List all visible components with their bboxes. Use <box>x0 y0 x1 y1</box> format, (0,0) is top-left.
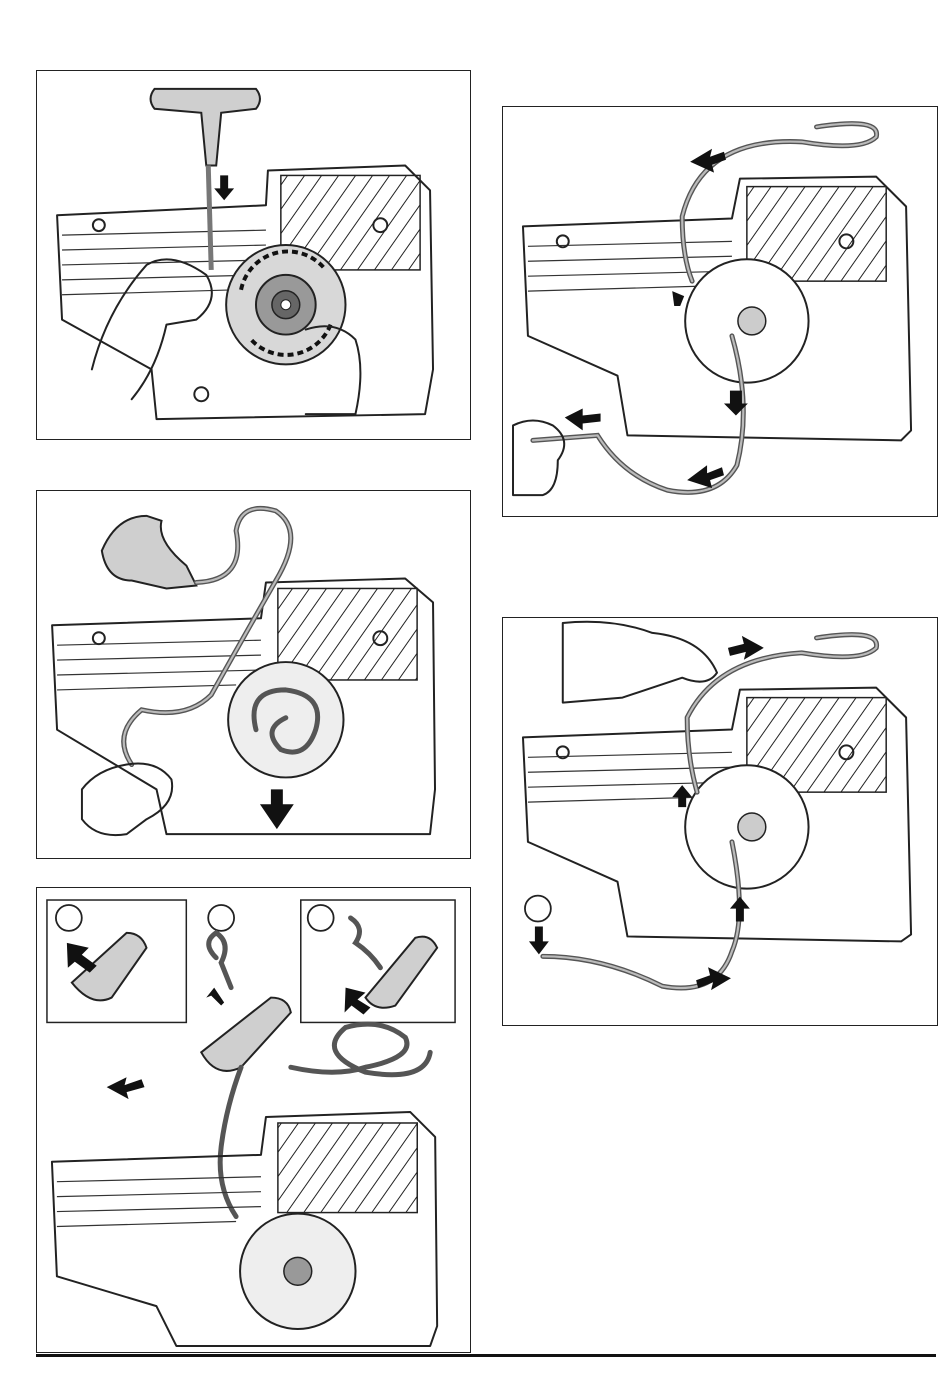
left-arrow-icon <box>107 1077 145 1099</box>
callout-circle-1 <box>56 905 82 931</box>
down-arrow-icon <box>260 789 294 829</box>
footer-rule <box>36 1354 936 1357</box>
down-arrow-icon <box>672 291 684 306</box>
starter-illustration-3 <box>37 888 470 1352</box>
down-arrow-icon <box>529 926 549 954</box>
left-arrow-icon <box>690 149 726 173</box>
callout-circle-2 <box>208 905 234 931</box>
starter-illustration-5 <box>503 618 937 1025</box>
right-arrow-icon <box>728 636 764 660</box>
up-arrow-icon-2 <box>730 897 750 922</box>
callout-circle-3 <box>308 905 334 931</box>
starter-illustration-4 <box>503 107 937 516</box>
callout-circle-1 <box>525 896 551 922</box>
figure-rope-tension <box>502 617 938 1026</box>
figure-rope-routing <box>502 106 938 517</box>
left-arrow-icon-3 <box>565 409 601 431</box>
figure-rope-removal <box>36 70 471 440</box>
up-arrow-icon <box>206 988 224 1006</box>
down-arrow-icon <box>214 175 234 200</box>
right-arrow-icon-2 <box>696 967 731 990</box>
figure-rope-pull-out <box>36 490 471 859</box>
starter-illustration-1 <box>37 71 470 439</box>
figure-handle-knot <box>36 887 471 1353</box>
starter-illustration-2 <box>37 491 470 858</box>
